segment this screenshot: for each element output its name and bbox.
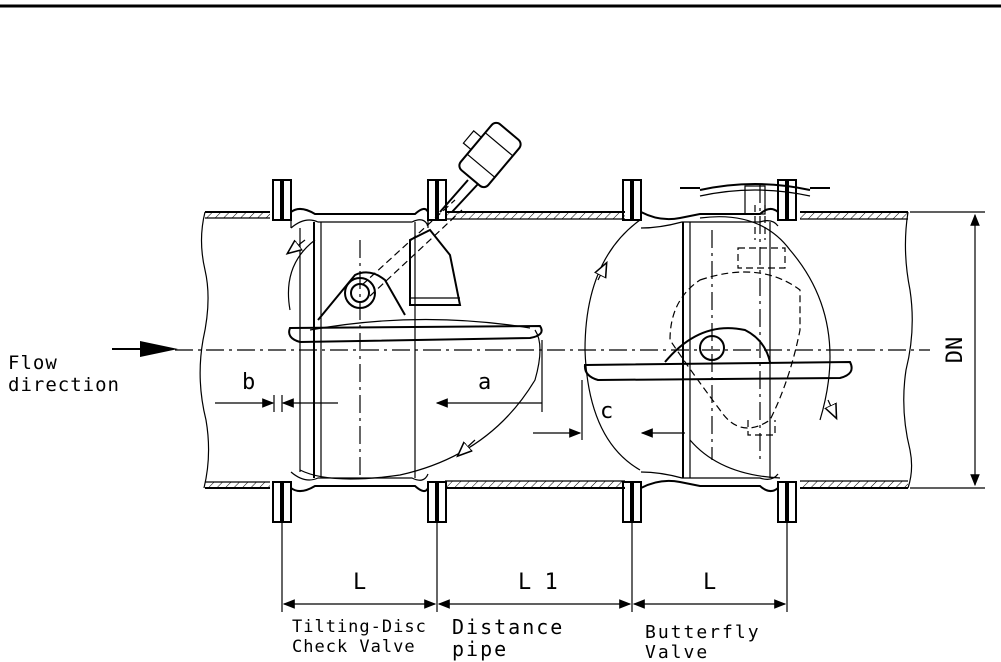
dimension-c-label: c — [600, 399, 613, 424]
dimension-l-left-label: L — [353, 570, 366, 595]
pipe-walls — [199, 211, 913, 489]
tilting-disc-label-line1: Tilting-Disc — [292, 617, 427, 637]
direction-label: direction — [8, 374, 120, 396]
dimension-l-right-label: L — [703, 570, 716, 595]
dimension-lines — [215, 211, 985, 612]
butterfly-valve — [583, 183, 853, 492]
flow-direction-arrow — [112, 341, 178, 357]
dimension-l1-label: L 1 — [518, 570, 558, 595]
distance-pipe-label-line2: pipe — [452, 637, 508, 661]
flanges — [272, 179, 797, 523]
dimension-b-label: b — [242, 370, 255, 395]
tilting-disc-label-line2: Check Valve — [292, 637, 416, 657]
butterfly-valve-label-line1: Butterfly — [645, 622, 761, 643]
distance-pipe-label-line1: Distance — [452, 615, 564, 639]
dimension-a-label: a — [478, 370, 491, 395]
flow-label: Flow — [8, 352, 58, 374]
butterfly-valve-label-line2: Valve — [645, 642, 709, 662]
dimension-dn-label: DN — [943, 337, 968, 364]
tilting-disc-check-valve — [288, 121, 543, 492]
